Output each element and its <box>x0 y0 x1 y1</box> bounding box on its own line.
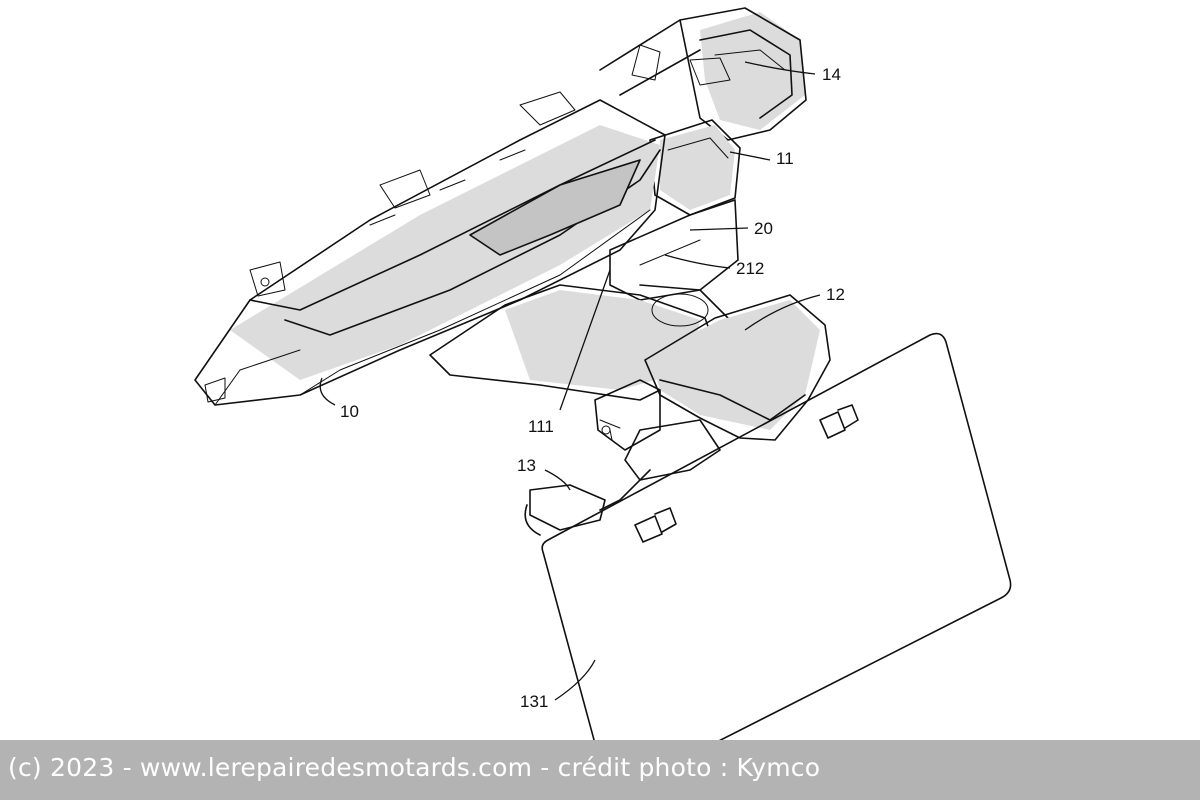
rear-light-housing <box>599 7 807 141</box>
label-cover: 20 <box>754 219 773 238</box>
bolt-lower <box>634 507 677 543</box>
tail-unit-body <box>194 91 666 406</box>
label-plate-holder: 13 <box>517 456 536 475</box>
label-mount-bracket: 12 <box>826 285 845 304</box>
caption-bar <box>0 740 1200 800</box>
cover-panel <box>609 199 739 301</box>
photo-credit-caption: (c) 2023 - www.lerepairedesmotards.com -… <box>8 753 821 782</box>
label-rear-light: 14 <box>822 65 841 84</box>
rear-fender-patent-drawing: 14 11 20 212 12 111 10 13 131 <box>194 7 1012 740</box>
reference-callouts: 14 11 20 212 12 111 10 13 131 <box>319 61 845 711</box>
inner-frame <box>649 119 741 216</box>
plate-stay <box>599 419 721 511</box>
license-plate <box>541 332 1012 740</box>
bolt-upper <box>819 404 859 439</box>
label-tail-unit: 10 <box>340 402 359 421</box>
label-opening: 111 <box>528 417 554 436</box>
label-inner-frame: 11 <box>776 149 794 168</box>
plate-holder <box>524 484 606 536</box>
label-plate: 131 <box>520 692 548 711</box>
label-cover-part: 212 <box>736 259 764 278</box>
